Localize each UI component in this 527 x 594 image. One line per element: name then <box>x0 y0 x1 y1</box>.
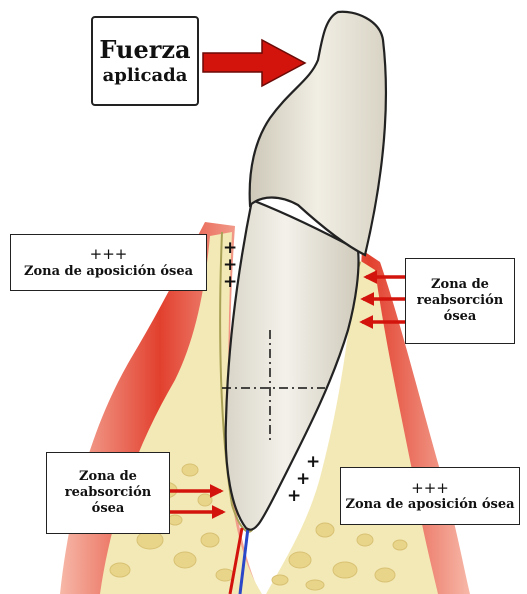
resorption-lower-line2: reabsorción <box>65 485 151 501</box>
force-label-line1: Fuerza <box>99 35 190 65</box>
resorption-upper-line3: ósea <box>444 309 477 325</box>
apposition-marks-upper: + + + <box>223 240 237 291</box>
apposition-upper-plus: +++ <box>90 245 128 264</box>
apposition-upper-label: +++ Zona de aposición ósea <box>10 234 207 291</box>
resorption-lower-line1: Zona de <box>79 469 137 485</box>
resorption-lower-label: Zona de reabsorción ósea <box>46 452 170 534</box>
resorption-lower-line3: ósea <box>92 501 125 517</box>
resorption-upper-label: Zona de reabsorción ósea <box>405 258 515 344</box>
force-arrow <box>203 40 305 86</box>
resorption-upper-line1: Zona de <box>431 277 489 293</box>
apposition-upper-text: Zona de aposición ósea <box>24 264 193 280</box>
apposition-lower-plus: +++ <box>411 479 449 498</box>
force-label-line2: aplicada <box>103 65 188 88</box>
apposition-marks-lower: + + + <box>287 454 320 505</box>
apposition-lower-text: Zona de aposición ósea <box>345 497 514 513</box>
force-label: Fuerza aplicada <box>91 16 199 106</box>
resorption-upper-line2: reabsorción <box>417 293 503 309</box>
apposition-lower-label: +++ Zona de aposición ósea <box>340 467 520 525</box>
